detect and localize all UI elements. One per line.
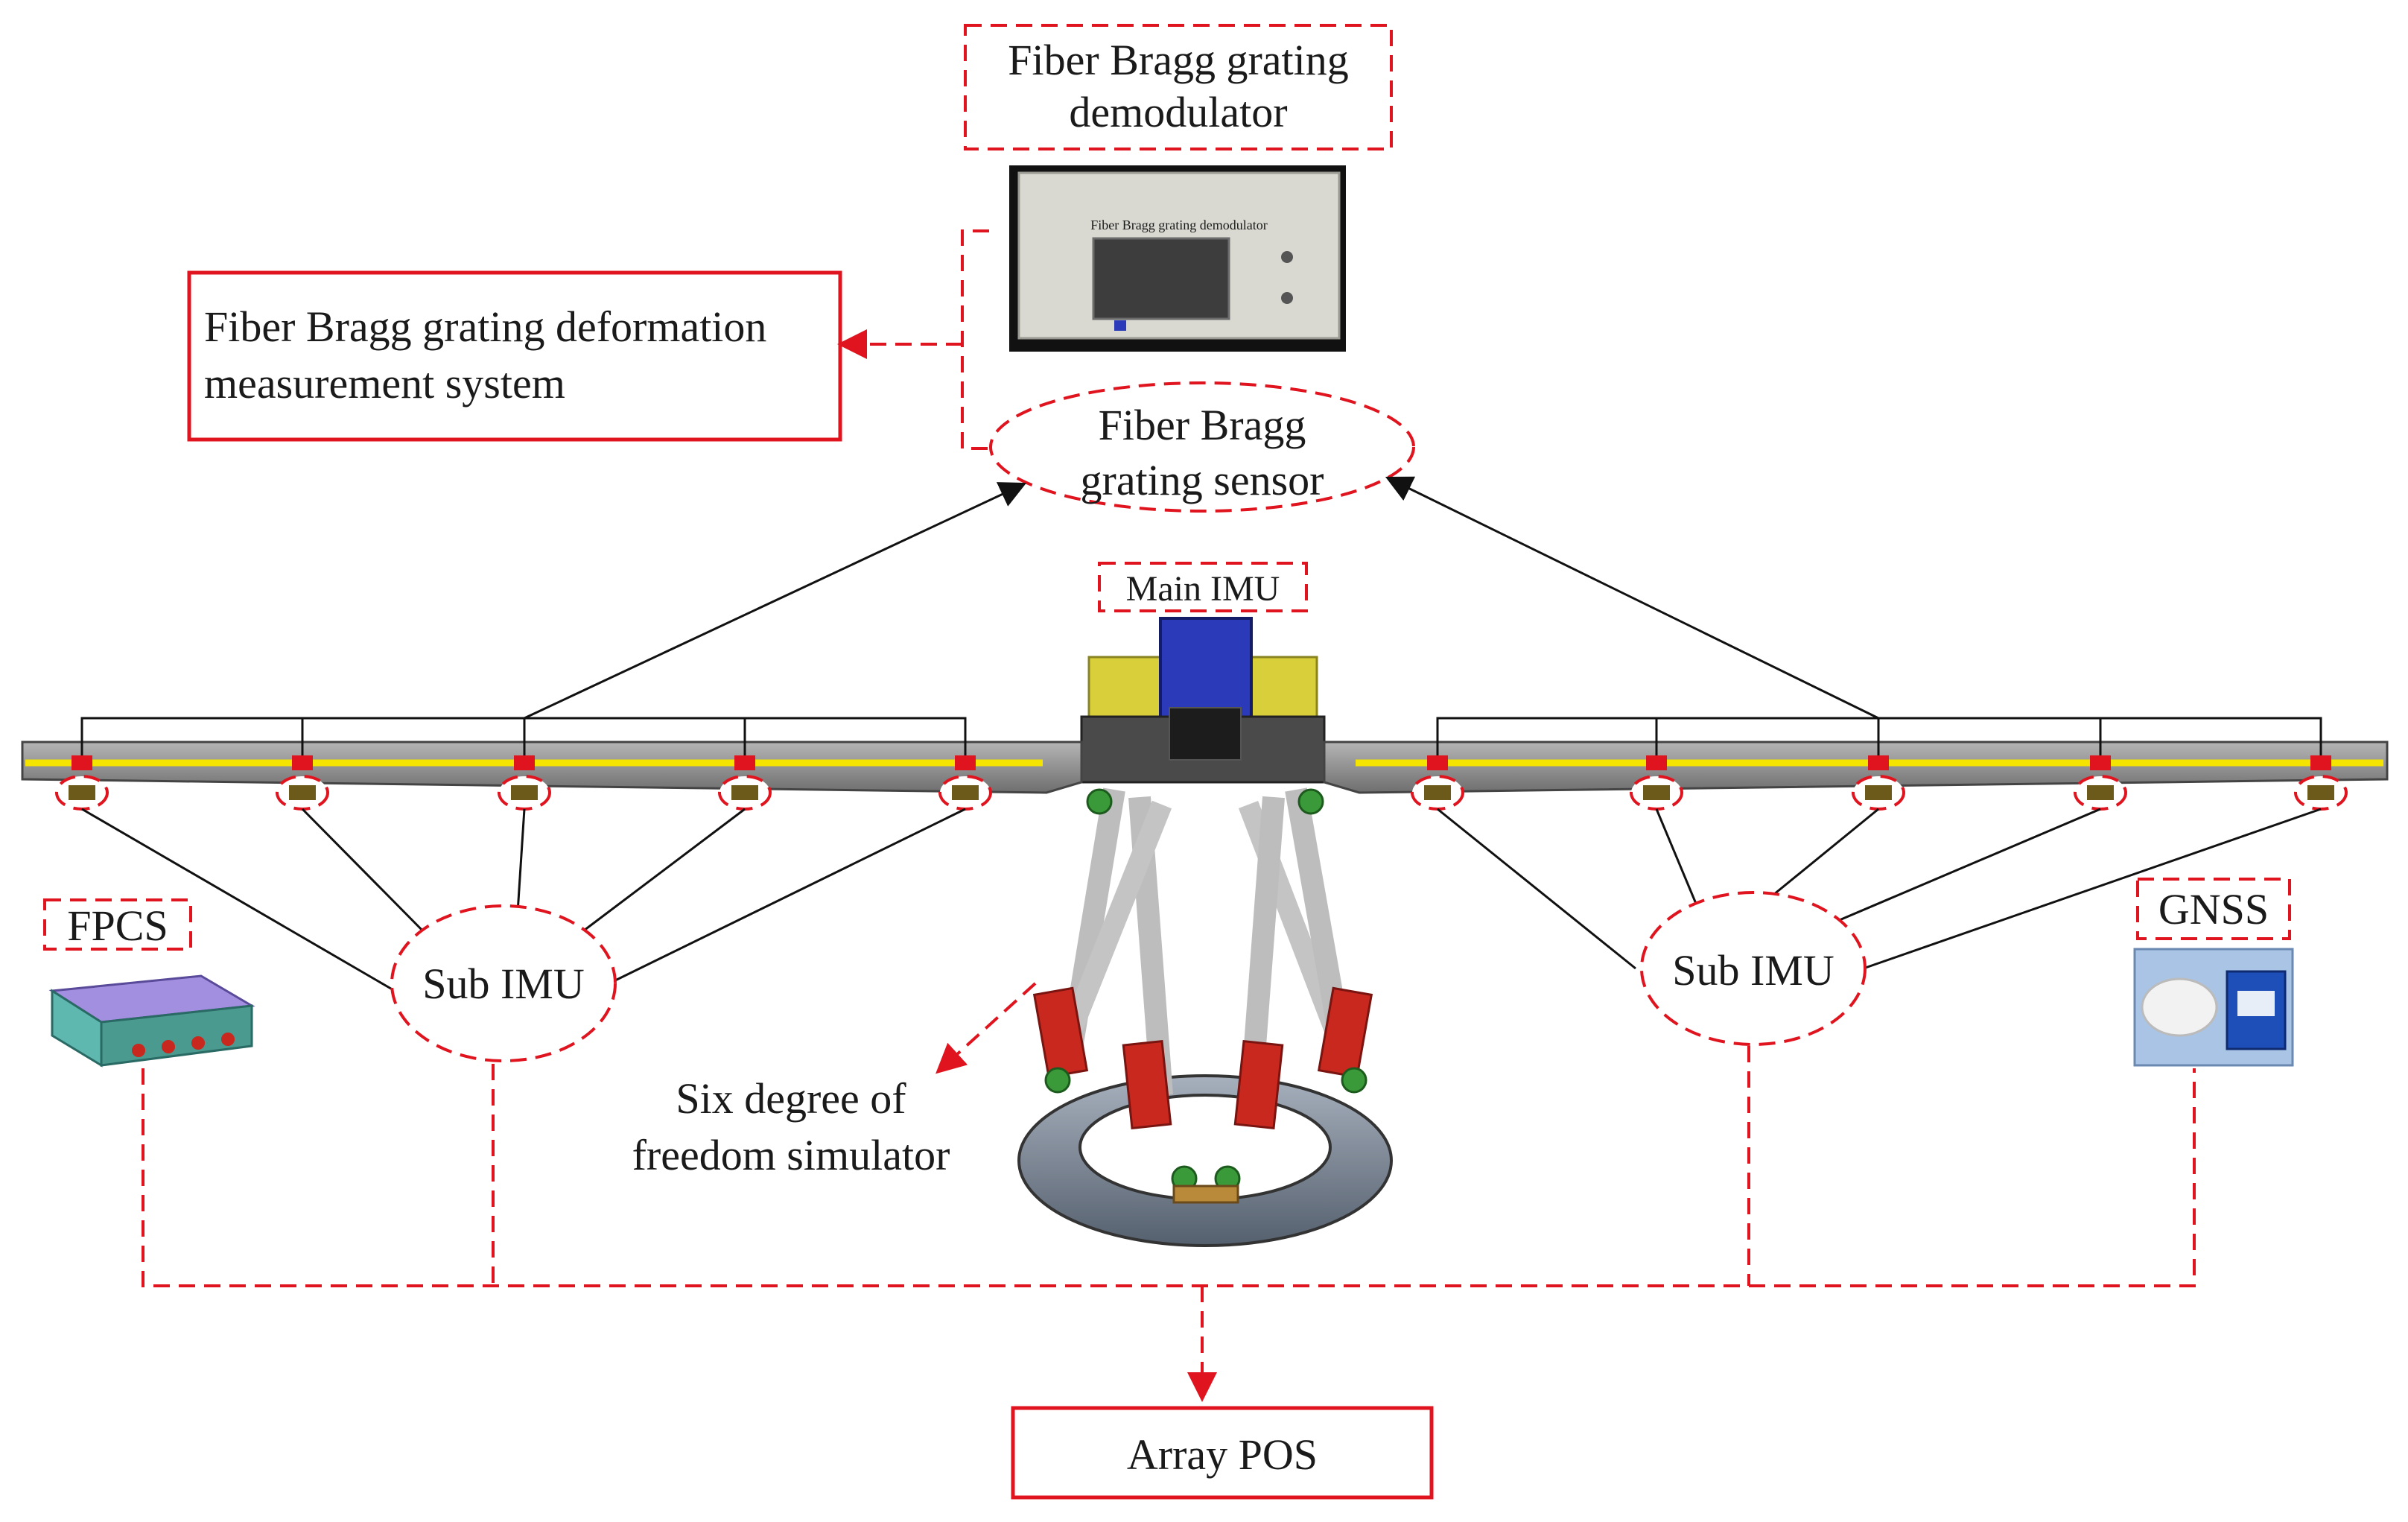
bus-tree-right [1436,717,2322,755]
demodulator-label: Fiber Bragg grating demodulator [964,24,1393,150]
main-imu-unit [1080,617,1326,784]
device-screen-caption: Fiber Bragg grating demodulator [1090,218,1267,232]
demodulator-device-image: Fiber Bragg grating demodulator [1009,165,1346,352]
simulator-label-line2: freedom simulator [632,1131,950,1179]
sensor-arrow-left [524,482,1027,720]
array-pos-bus [142,1046,2196,1402]
fpcs-device-image [48,974,255,1068]
sub-imu-left: Sub IMU [390,904,617,1062]
deformation-system-line1: Fiber Bragg grating deformation [204,302,766,351]
deformation-system-line2: measurement system [204,359,565,408]
simulator-arrow [935,982,1037,1074]
main-imu-text: Main IMU [1126,569,1280,609]
deformation-system-box: Fiber Bragg grating deformation measurem… [187,270,842,442]
six-dof-simulator-image [1017,787,1393,1247]
gnss-text: GNSS [2158,885,2269,933]
bus-tree-left [80,717,967,755]
sensor-arrow-right [1385,476,1879,720]
sub-imu-links-right [1437,808,2322,971]
demodulator-label-line2: demodulator [1069,88,1287,136]
fbg-sensor-line2: grating sensor [1081,456,1324,504]
gnss-label: GNSS [2136,878,2291,940]
sub-imu-left-text: Sub IMU [422,960,585,1008]
main-imu-label: Main IMU [1098,562,1308,612]
sub-imu-pods [55,775,2348,811]
grating-markers [72,755,2331,770]
gnss-device-image [2133,948,2294,1067]
demodulator-label-line1: Fiber Bragg grating [1008,36,1348,84]
fpcs-text: FPCS [67,901,168,950]
fpcs-label: FPCS [43,898,192,951]
gnss-antenna [2141,977,2218,1037]
array-pos-text: Array POS [1127,1430,1318,1479]
fbg-sensor-label: Fiber Bragg grating sensor [989,381,1415,513]
sub-imu-right-text: Sub IMU [1672,946,1834,995]
sub-imu-links-left [81,808,966,992]
array-pos-box: Array POS [1011,1406,1434,1500]
demodulator-connector [961,229,992,450]
simulator-label-line1: Six degree of [676,1074,906,1123]
device-screen [1092,237,1230,320]
six-dof-simulator-label: Six degree of freedom simulator [632,1074,950,1179]
fbg-sensor-line1: Fiber Bragg [1099,401,1306,449]
sub-imu-right: Sub IMU [1640,891,1867,1046]
